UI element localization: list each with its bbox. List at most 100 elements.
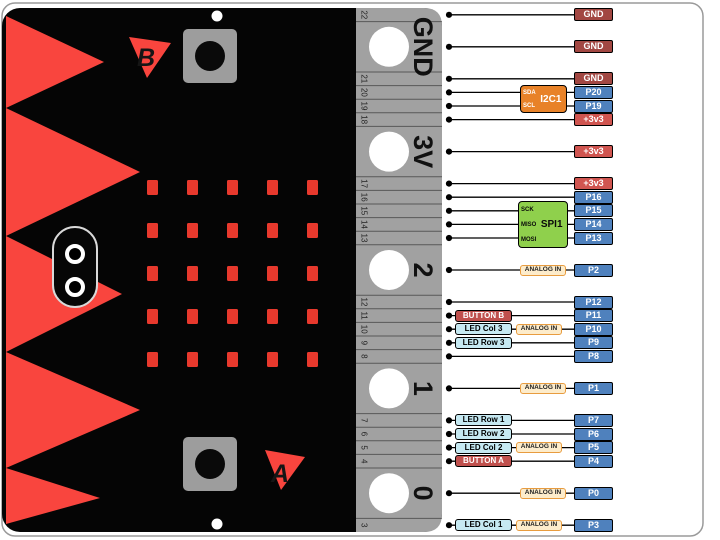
wire-dot [445, 116, 453, 123]
small-pin-9: 9 [360, 341, 369, 346]
wire-dot [445, 89, 453, 96]
pin-label-p9: P9 [574, 336, 613, 350]
pin-label-p10: P10 [574, 322, 613, 336]
led [307, 309, 318, 324]
wire-dot [445, 522, 453, 529]
big-pin-hole-3V [369, 131, 409, 172]
wire-dot [445, 221, 453, 228]
small-pin-19: 19 [360, 102, 369, 111]
led [227, 180, 238, 195]
zigzag-triangle [6, 16, 104, 108]
led [187, 223, 198, 238]
led [187, 309, 198, 324]
pin-label-gnd-c: GND [574, 72, 613, 86]
button-a-cap [195, 449, 225, 479]
zigzag-triangle [6, 108, 140, 236]
wire-dot [445, 430, 453, 438]
big-pin-label-1: 1 [408, 381, 438, 396]
led [267, 223, 278, 238]
led [187, 180, 198, 195]
pin-label-p19: P19 [574, 99, 613, 113]
i2c-label: I2C1 [540, 93, 562, 105]
button-a: A [183, 437, 305, 491]
wire-dot [445, 11, 453, 18]
led [227, 352, 238, 367]
wire-dot [445, 444, 453, 451]
pin-label-p4: P4 [574, 454, 613, 468]
wire-dot [445, 234, 453, 242]
big-pin-label-3V: 3V [408, 135, 438, 168]
led [147, 352, 158, 367]
big-pin-label-0: 0 [408, 486, 438, 501]
led [267, 352, 278, 367]
led-function-label-p10: LED Col 3 [455, 323, 512, 336]
battery-connector-body [52, 226, 98, 308]
small-pin-8: 8 [360, 354, 369, 359]
wire-dot [445, 180, 453, 187]
led [147, 223, 158, 238]
led [227, 309, 238, 324]
small-pin-10: 10 [360, 325, 369, 334]
pin-label-p5: P5 [574, 441, 613, 455]
pin-label-p3: P3 [574, 518, 613, 532]
led [187, 266, 198, 281]
analog-in-label-p2: ANALOG IN [520, 264, 566, 276]
led-function-label-p3: LED Col 1 [455, 519, 512, 532]
led [267, 180, 278, 195]
small-pin-11: 11 [360, 311, 369, 320]
wire-dot [445, 207, 453, 214]
button-b-letter: B [137, 44, 155, 72]
led-function-label-p6: LED Row 2 [455, 428, 512, 440]
led [267, 309, 278, 324]
led [147, 309, 158, 324]
wire-dot [445, 298, 453, 306]
wire-dot [445, 43, 453, 50]
small-pin-12: 12 [360, 298, 369, 307]
pin-label-p14: P14 [574, 217, 613, 231]
pin-label-gnd-b: GND [574, 40, 613, 54]
wire-dot [445, 417, 453, 424]
zigzag-triangle [6, 468, 100, 524]
edge-connector: 22GND212019183V1716151413212111098176540… [356, 8, 442, 532]
small-pin-13: 13 [360, 234, 369, 243]
small-pin-5: 5 [360, 445, 369, 450]
led-matrix [147, 180, 318, 367]
wire-dot [445, 385, 453, 392]
small-pin-6: 6 [360, 432, 369, 437]
wire-dot [445, 353, 453, 360]
led [227, 266, 238, 281]
wire-dot [445, 339, 453, 346]
spi-port-mosi: MOSI [521, 236, 537, 243]
pin-label-v3-b: +3v3 [574, 145, 613, 159]
small-pin-16: 16 [360, 193, 369, 202]
pin-label-v3-c: +3v3 [574, 177, 613, 191]
small-pin-22: 22 [360, 10, 369, 19]
pin-label-p6: P6 [574, 427, 613, 441]
analog-in-label-p10: ANALOG IN [516, 323, 562, 335]
pin-label-p12: P12 [574, 295, 613, 309]
pin-label-p13: P13 [574, 231, 613, 245]
button-b-marker [129, 37, 171, 78]
wire-dot [445, 326, 453, 333]
big-pin-hole-GND [369, 26, 409, 67]
big-pin-hole-0 [369, 473, 409, 514]
led [307, 180, 318, 195]
i2c-port-scl: SCL [523, 102, 535, 109]
zigzag-triangle [6, 352, 140, 468]
small-pin-21: 21 [360, 74, 369, 83]
edge-connector-pads: 22GND212019183V1716151413212111098176540… [356, 10, 442, 528]
pin-label-p8: P8 [574, 349, 613, 363]
small-pin-17: 17 [360, 179, 369, 188]
pin-label-p2: P2 [574, 263, 613, 277]
battery-connector [52, 226, 98, 308]
analog-in-label-p1: ANALOG IN [520, 382, 566, 394]
led-function-label-p7: LED Row 1 [455, 414, 512, 427]
led [307, 266, 318, 281]
mounting-hole-top [211, 10, 223, 22]
button-b-cap [195, 41, 225, 71]
big-pin-label-GND: GND [408, 17, 438, 77]
led-function-label-p9: LED Row 3 [455, 336, 512, 349]
